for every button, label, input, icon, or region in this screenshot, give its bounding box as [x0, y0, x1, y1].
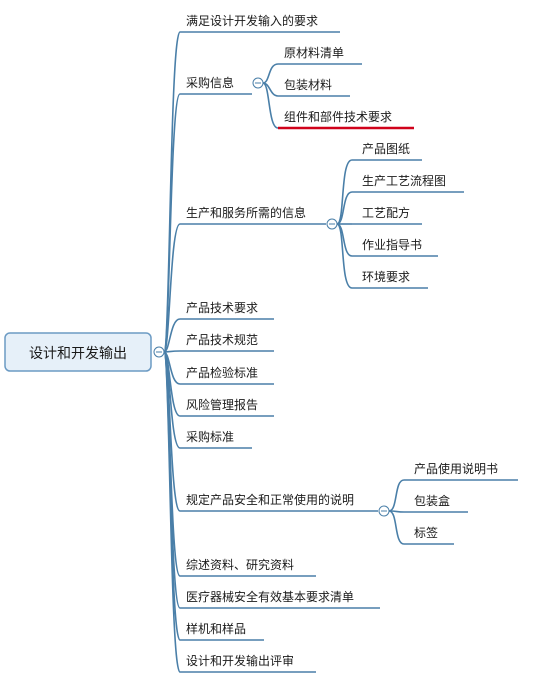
safety-connectors: [388, 479, 405, 545]
branch-product-tech-spec[interactable]: 产品技术规范: [180, 332, 274, 352]
leaf-work-instructions[interactable]: 作业指导书: [352, 237, 438, 257]
node-label: 采购标准: [186, 429, 234, 444]
node-label: 风险管理报告: [186, 397, 258, 412]
node-label: 产品图纸: [362, 142, 410, 156]
branch-risk-report[interactable]: 风险管理报告: [180, 397, 274, 417]
node-label: 满足设计开发输入的要求: [186, 13, 318, 28]
branch-overview-research[interactable]: 综述资料、研究资料: [180, 557, 316, 577]
node-label: 医疗器械安全有效基本要求清单: [186, 589, 354, 604]
leaf-package-box[interactable]: 包装盒: [404, 493, 468, 513]
production-connectors: [336, 159, 353, 289]
leaf-component-tech-req[interactable]: 组件和部件技术要求: [278, 109, 414, 130]
leaf-packaging-material[interactable]: 包装材料: [278, 78, 350, 97]
branch-procurement-info[interactable]: 采购信息: [180, 75, 252, 95]
node-label: 包装材料: [284, 78, 332, 92]
node-label: 组件和部件技术要求: [284, 109, 392, 124]
node-label: 样机和样品: [186, 621, 246, 636]
node-label: 产品技术规范: [186, 332, 258, 347]
node-label: 包装盒: [414, 493, 450, 508]
branch-output-review[interactable]: 设计和开发输出评审: [180, 653, 316, 673]
node-label: 采购信息: [186, 75, 234, 90]
root-node-label: 设计和开发输出: [29, 346, 127, 362]
node-label: 生产和服务所需的信息: [186, 205, 306, 220]
branch-safety-usage-instructions[interactable]: 规定产品安全和正常使用的说明: [180, 492, 378, 512]
node-label: 综述资料、研究资料: [186, 557, 294, 572]
leaf-process-flowchart[interactable]: 生产工艺流程图: [352, 173, 464, 193]
leaf-environment-req[interactable]: 环境要求: [352, 269, 428, 289]
node-label: 标签: [414, 525, 438, 540]
node-label: 工艺配方: [362, 205, 410, 220]
branch-inspection-standard[interactable]: 产品检验标准: [180, 365, 274, 385]
node-label: 产品检验标准: [186, 365, 258, 380]
branch-design-input-req[interactable]: 满足设计开发输入的要求: [180, 13, 340, 33]
node-label: 产品技术要求: [186, 301, 258, 315]
leaf-user-manual[interactable]: 产品使用说明书: [404, 461, 518, 481]
level1-connectors: [163, 31, 181, 673]
leaf-product-drawings[interactable]: 产品图纸: [352, 142, 422, 161]
branch-essential-requirements[interactable]: 医疗器械安全有效基本要求清单: [180, 589, 380, 609]
root-node-box[interactable]: [4, 332, 152, 372]
node-label: 规定产品安全和正常使用的说明: [186, 492, 354, 507]
branch-procurement-standard[interactable]: 采购标准: [180, 429, 252, 449]
leaf-label[interactable]: 标签: [404, 525, 454, 545]
branch-production-service-info[interactable]: 生产和服务所需的信息: [180, 205, 326, 225]
node-label: 作业指导书: [362, 237, 422, 252]
node-label: 设计和开发输出评审: [186, 653, 294, 668]
node-label: 原材料清单: [284, 46, 344, 60]
leaf-process-formula[interactable]: 工艺配方: [352, 205, 422, 225]
branch-product-tech-req[interactable]: 产品技术要求: [180, 301, 274, 320]
leaf-raw-material-list[interactable]: 原材料清单: [278, 46, 362, 65]
node-label: 环境要求: [362, 269, 410, 284]
branch-prototype-samples[interactable]: 样机和样品: [180, 621, 264, 641]
node-label: 产品使用说明书: [414, 461, 498, 476]
node-label: 生产工艺流程图: [362, 173, 446, 188]
procurement-connectors: [262, 63, 279, 129]
